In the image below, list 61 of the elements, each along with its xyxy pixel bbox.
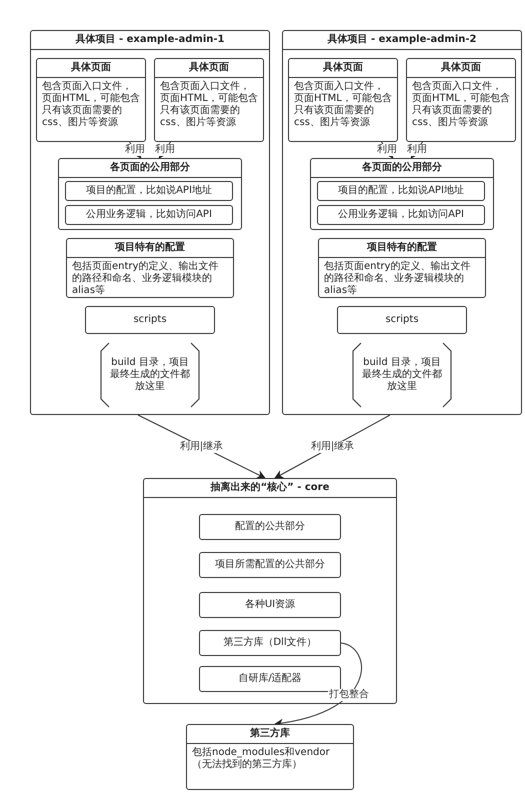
box-text: 包括node_modules和vendor（无法找到的第三方库） (191, 746, 331, 772)
box-title: 具体页面 (289, 59, 397, 78)
box-title: 具体页面 (37, 59, 145, 78)
box-text: 第三方库（Dll文件） (223, 637, 317, 649)
box-title: 第三方库 (187, 725, 353, 744)
titled-box (406, 58, 516, 142)
group-container (310, 158, 494, 230)
box-text: build 目录，项目最终生成的文件都放这里 (110, 357, 190, 393)
box-title: 具体页面 (407, 59, 515, 78)
box-text: 公用业务逻辑，比如访问API (86, 209, 212, 221)
process-box (337, 306, 467, 334)
edge-label: 利用|继承 (178, 440, 224, 452)
box-text: scripts (385, 314, 419, 326)
box-title: 各页面的公用部分 (59, 159, 241, 178)
edge-label: 利用 (154, 144, 176, 156)
process-box (317, 205, 485, 225)
box-text: 包含页面入口文件，页面HTML，可能包含只有该页面需要的css、图片等资源 (159, 80, 259, 130)
box-text: 包含页面入口文件，页面HTML，可能包含只有该页面需要的css、图片等资源 (41, 80, 141, 130)
box-text: 项目的配置，比如说API地址 (86, 185, 212, 197)
titled-box (66, 238, 234, 298)
box-text: 项目的配置，比如说API地址 (338, 185, 464, 197)
titled-box (36, 58, 146, 142)
titled-box (186, 724, 354, 790)
titled-box (154, 58, 264, 142)
box-text: scripts (133, 314, 167, 326)
box-text: 包括页面entry的定义、输出文件的路径和命名、业务逻辑模块的alias等 (323, 260, 472, 298)
process-box (199, 630, 341, 656)
box-title: 各页面的公用部分 (311, 159, 493, 178)
box-title: 项目特有的配置 (319, 239, 485, 258)
edge-label: 利用 (376, 144, 398, 156)
box-text: 公用业务逻辑，比如访问API (338, 209, 464, 221)
box-title: 具体项目 - example-admin-2 (283, 31, 521, 50)
box-text: 项目所需配置的公共部分 (215, 559, 325, 571)
group-container (143, 478, 397, 704)
box-text: 包含页面入口文件，页面HTML，可能包含只有该页面需要的css、图片等资源 (293, 80, 393, 130)
process-box (199, 592, 341, 618)
process-box (65, 181, 233, 201)
edge-label: 利用 (124, 144, 146, 156)
edge-label: 打包整合 (328, 689, 370, 702)
group-container (58, 158, 242, 230)
group-container (30, 30, 270, 415)
box-title: 具体项目 - example-admin-1 (31, 31, 269, 50)
titled-box (288, 58, 398, 142)
process-box (65, 205, 233, 225)
box-text: 自研库/适配器 (238, 673, 302, 685)
box-title: 抽离出来的“核心” - core (144, 479, 396, 498)
process-box (199, 552, 341, 578)
box-text: 配置的公共部分 (235, 521, 305, 533)
titled-box (318, 238, 486, 298)
box-title: 具体页面 (155, 59, 263, 78)
edge-label: 利用 (406, 144, 428, 156)
box-text: 包含页面入口文件，页面HTML，可能包含只有该页面需要的css、图片等资源 (411, 80, 511, 130)
box-text: 包括页面entry的定义、输出文件的路径和命名、业务逻辑模块的alias等 (71, 260, 220, 298)
process-box (317, 181, 485, 201)
box-text: 各种UI资源 (244, 599, 296, 611)
process-box (199, 514, 341, 540)
edge-label: 利用|继承 (310, 440, 356, 452)
group-container (282, 30, 522, 415)
process-box (85, 306, 215, 334)
box-title: 项目特有的配置 (67, 239, 233, 258)
box-text: build 目录，项目最终生成的文件都放这里 (362, 357, 442, 393)
